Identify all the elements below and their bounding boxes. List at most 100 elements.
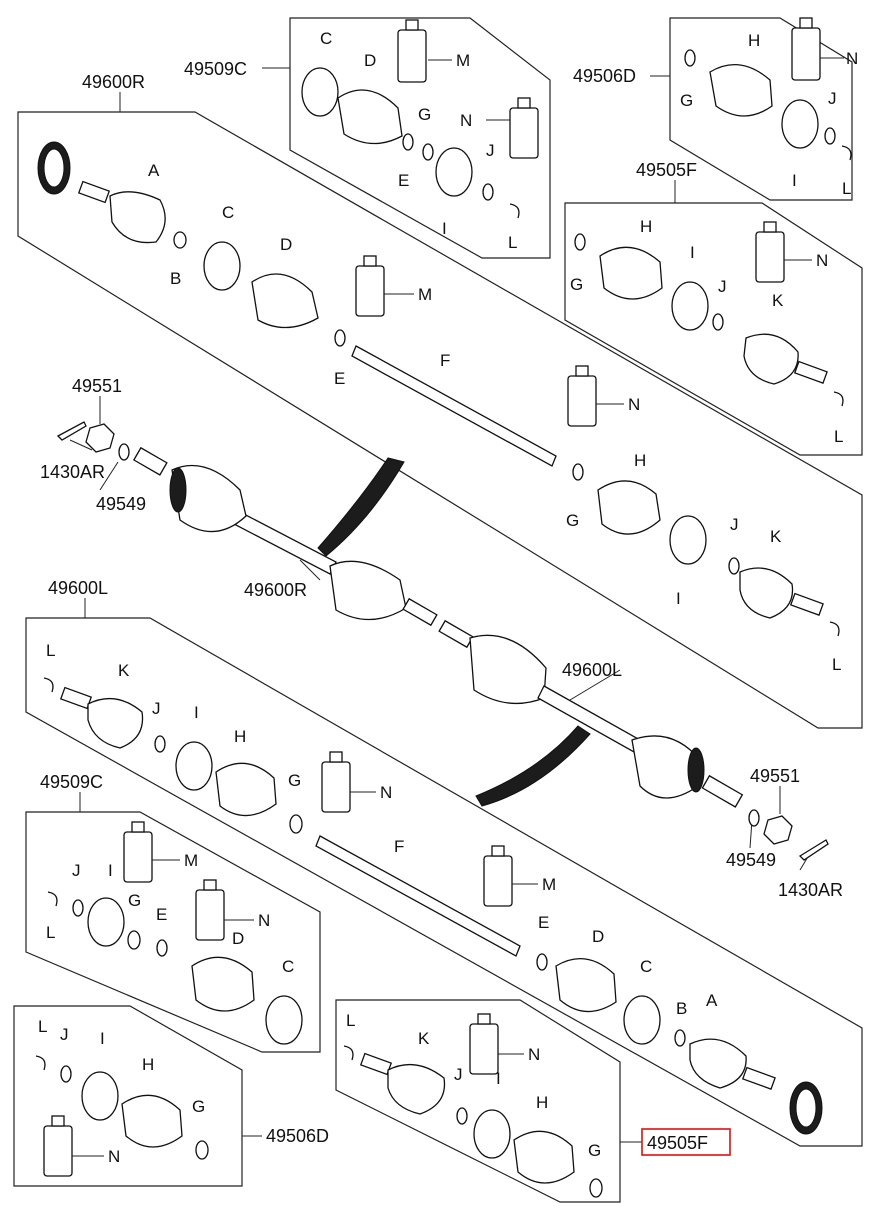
letter-I: I [100, 1029, 105, 1048]
part-C-49509C-bot [265, 995, 303, 1045]
part-A-49600L [689, 1038, 747, 1089]
letter-I: I [108, 861, 113, 880]
part-B [173, 231, 187, 249]
main-shaft-assembly [56, 421, 829, 861]
label-49600L-mid: 49600L [562, 660, 622, 680]
parts-49509C-bot [47, 821, 303, 1045]
letter-D: D [280, 235, 292, 254]
part-D-49600L [555, 958, 617, 1013]
box-49506D-top [669, 17, 853, 201]
letter-L: L [38, 1017, 47, 1036]
shaft-49600L [537, 685, 641, 753]
part-D-boot [251, 273, 319, 329]
letter-L: L [508, 233, 517, 252]
part-C-clamp [203, 241, 241, 291]
letter-H: H [536, 1093, 548, 1112]
cotter-pin-bot [798, 839, 829, 861]
part-L-49600L [43, 677, 54, 693]
part-H-49506D-top [709, 64, 773, 117]
letter-A: A [148, 161, 160, 180]
letter-I: I [496, 1069, 501, 1088]
letter-I: I [792, 171, 797, 190]
label-49505F-bot[interactable]: 49505F [647, 1133, 708, 1153]
arrow-upper [317, 457, 405, 557]
parts-49600R [37, 141, 840, 637]
label-49600R-top: 49600R [82, 72, 145, 92]
letter-J: J [454, 1065, 463, 1084]
part-L-49505F-top [833, 391, 844, 407]
letter-G: G [128, 891, 141, 910]
letter-N: N [528, 1045, 540, 1064]
part-E-top [402, 133, 414, 151]
part-N-top-cap [517, 97, 531, 109]
box-49600L [25, 617, 863, 1147]
part-M-cap [363, 255, 377, 267]
parts-49506D-top [684, 17, 852, 161]
part-N-49509C-cap [203, 879, 217, 891]
kit-boxes [13, 17, 863, 1203]
abs-ring-bot [687, 747, 705, 793]
part-N-49505F-top [755, 231, 785, 283]
label-49506D-bot: 49506D [266, 1126, 329, 1146]
letter-labels: C D M G N E J I L H N G J I L A C D B M … [38, 29, 858, 1166]
highlight-box [641, 1128, 731, 1156]
part-N-49506D-cap [799, 17, 813, 29]
letter-L: L [842, 179, 851, 198]
letter-M: M [456, 51, 470, 70]
label-49509C-bot: 49509C [40, 772, 103, 792]
letter-L: L [346, 1011, 355, 1030]
part-J-top [482, 183, 494, 201]
letter-G: G [570, 275, 583, 294]
label-49549-bot: 49549 [726, 850, 776, 870]
abs-ring-49600L-inner [795, 1088, 817, 1128]
letter-G: G [192, 1097, 205, 1116]
label-49509C-top: 49509C [184, 59, 247, 79]
part-M-49509C-bot [123, 831, 153, 883]
part-I-49509C-bot [87, 897, 125, 947]
letter-H: H [640, 217, 652, 236]
part-K-49505F-bot-stub [359, 1052, 393, 1076]
part-G-49506D-top [684, 49, 696, 67]
letter-N: N [846, 49, 858, 68]
part-N-grease-r [567, 375, 597, 427]
nut-49551-top [85, 423, 115, 453]
parts-49505F-bot [343, 1013, 603, 1198]
part-M-top [397, 29, 427, 83]
letter-M: M [184, 851, 198, 870]
box-49505F-top [564, 202, 863, 456]
part-H-boot-r [597, 480, 661, 535]
letter-C: C [222, 203, 234, 222]
part-A-49600L-stub [741, 1066, 776, 1090]
part-G-49509C-bot [127, 930, 141, 950]
part-I-49506D-bot [81, 1071, 119, 1121]
part-H-49506D-bot [121, 1094, 183, 1148]
letter-J: J [718, 277, 727, 296]
letter-I: I [676, 589, 681, 608]
part-K-housing-r [739, 567, 794, 619]
part-L-49505F-bot [343, 1045, 354, 1061]
washer-49549-top [118, 443, 130, 461]
abs-ring-49600R-inner [43, 148, 65, 188]
letter-L: L [46, 641, 55, 660]
part-N-49505F-cap [763, 221, 777, 233]
part-I-clamp-r [669, 515, 707, 565]
letter-G: G [588, 1141, 601, 1160]
label-49600R-mid: 49600R [244, 580, 307, 600]
part-L-49509C-bot [47, 891, 58, 907]
part-K-49600L-stub [59, 686, 93, 710]
part-C-49600L [623, 995, 661, 1045]
stub-49600L-inner [438, 619, 474, 649]
letter-N: N [460, 111, 472, 130]
part-G-r [572, 463, 584, 481]
part-N-49505F-bot [469, 1023, 499, 1075]
label-49600L-top: 49600L [48, 578, 108, 598]
part-N-top [509, 107, 539, 159]
part-N-cap-r [575, 365, 589, 377]
part-A-stub [77, 180, 111, 204]
letter-C: C [282, 957, 294, 976]
label-49506D-top: 49506D [573, 66, 636, 86]
letter-B: B [170, 269, 181, 288]
letter-K: K [418, 1029, 430, 1048]
part-F-shaft [351, 345, 557, 467]
